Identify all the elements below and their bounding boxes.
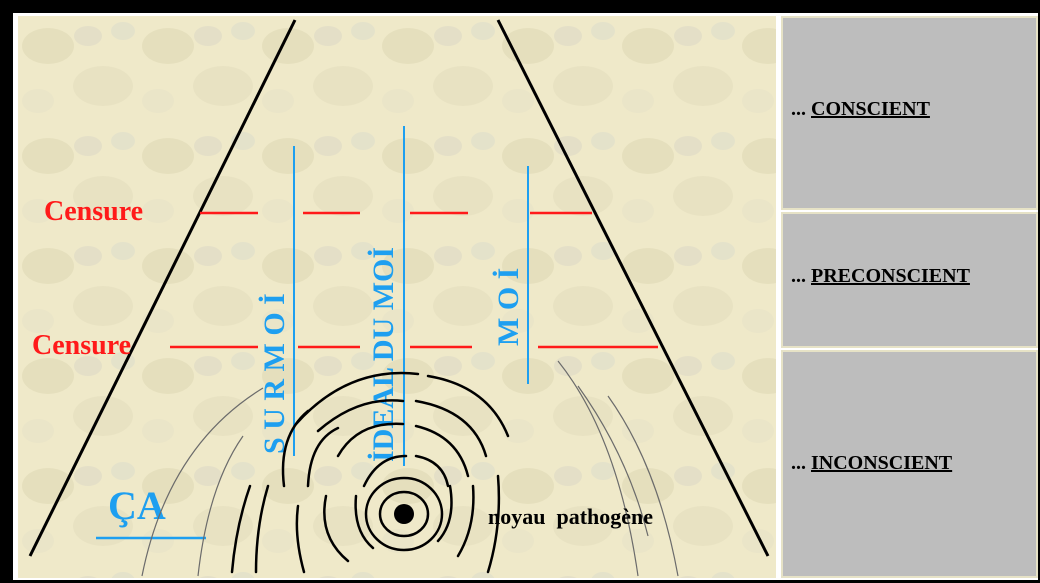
unconscious-link[interactable]: ... INCONSCIENT <box>791 452 952 475</box>
unconscious-cell[interactable]: ... INCONSCIENT <box>781 350 1038 578</box>
censure-label-lower: Censure <box>32 330 131 361</box>
moi-label: M O İ <box>492 268 525 346</box>
triangle-right-side <box>496 19 770 557</box>
conscious-prefix: ... <box>791 98 811 120</box>
pathogenic-nucleus-rings <box>230 371 510 574</box>
preconscious-link[interactable]: ... PRECONSCIENT <box>791 265 970 288</box>
conscious-link[interactable]: ... CONSCIENT <box>791 98 930 121</box>
unconscious-thin-arcs <box>141 360 679 577</box>
unconscious-label[interactable]: INCONSCIENT <box>811 452 953 474</box>
conscious-label[interactable]: CONSCIENT <box>811 98 930 120</box>
topography-diagram: Censure Censure S U R M O İ İDEAL DU MOİ… <box>18 16 776 578</box>
preconscious-prefix: ... <box>791 265 811 287</box>
nucleus-label: noyau pathogène <box>488 504 653 529</box>
ca-label: ÇA <box>108 483 166 528</box>
triangle-left-side <box>28 19 297 557</box>
surmoi-label: S U R M O İ <box>258 293 291 454</box>
conscious-cell[interactable]: ... CONSCIENT <box>781 16 1038 210</box>
nucleus-core <box>394 504 414 524</box>
nucleus-core-rings <box>364 476 444 552</box>
preconscious-cell[interactable]: ... PRECONSCIENT <box>781 212 1038 348</box>
ideal-du-moi-label: İDEAL DU MOİ <box>367 247 400 462</box>
preconscious-label[interactable]: PRECONSCIENT <box>811 265 970 287</box>
textured-background <box>18 16 776 578</box>
diagram-canvas: Censure Censure S U R M O İ İDEAL DU MOİ… <box>18 16 776 578</box>
censure-label-upper: Censure <box>44 196 143 227</box>
unconscious-prefix: ... <box>791 452 811 474</box>
